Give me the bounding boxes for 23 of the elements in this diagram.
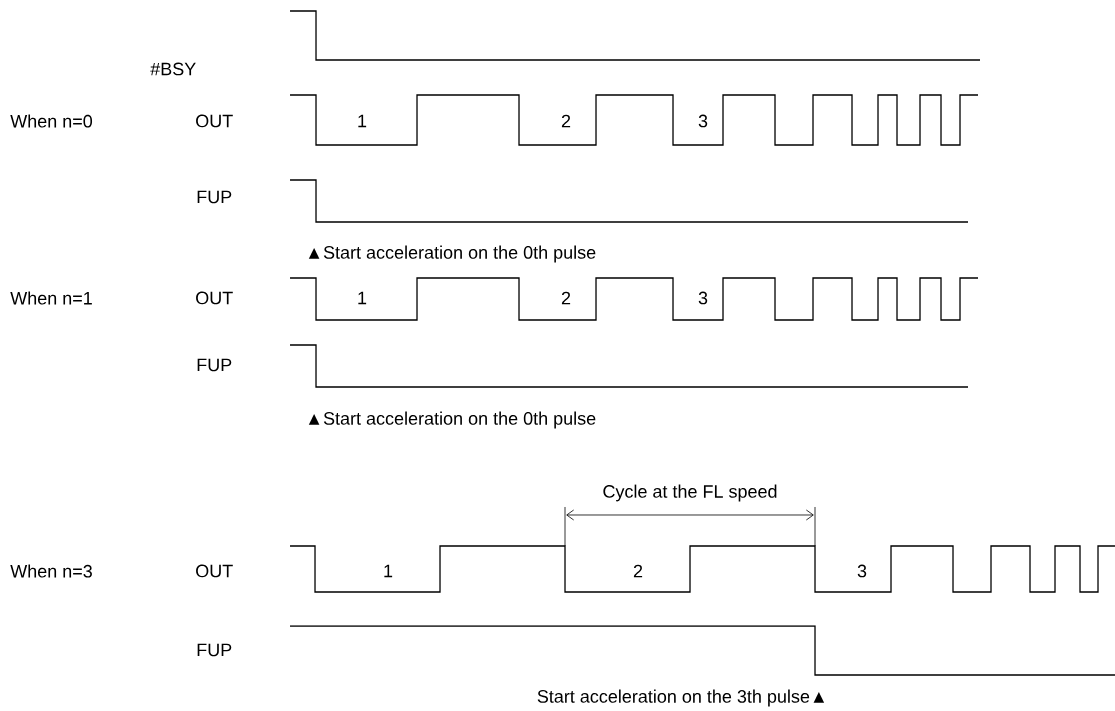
pulse-number: 1 [358,114,367,128]
pulse-number: 1 [384,564,393,578]
pulse-number: 1 [358,291,367,305]
signal-label: OUT [196,291,233,305]
pulse-number: 2 [633,564,643,578]
dimension-label: Cycle at the FL speed [603,484,777,502]
signal-label: OUT [196,564,233,578]
pulse-number: 2 [561,114,571,128]
note: ▲Start acceleration on the 0th pulse [308,245,596,263]
pulse-number: 3 [698,114,708,128]
row-label: When n=1 [10,291,92,305]
signal-label: FUP [197,358,232,372]
row-label: When n=3 [10,564,92,578]
row-label: When n=0 [10,114,93,128]
pulse-number: 3 [857,564,867,578]
note: Start acceleration on the 3th pulse▲ [537,689,825,707]
signal-label: #BSY [150,62,196,76]
signal-label: FUP [197,190,232,204]
pulse-number: 2 [561,291,571,305]
note: ▲Start acceleration on the 0th pulse [308,411,596,429]
pulse-number: 3 [698,291,708,305]
signal-label: FUP [197,643,232,657]
signal-label: OUT [196,114,233,128]
